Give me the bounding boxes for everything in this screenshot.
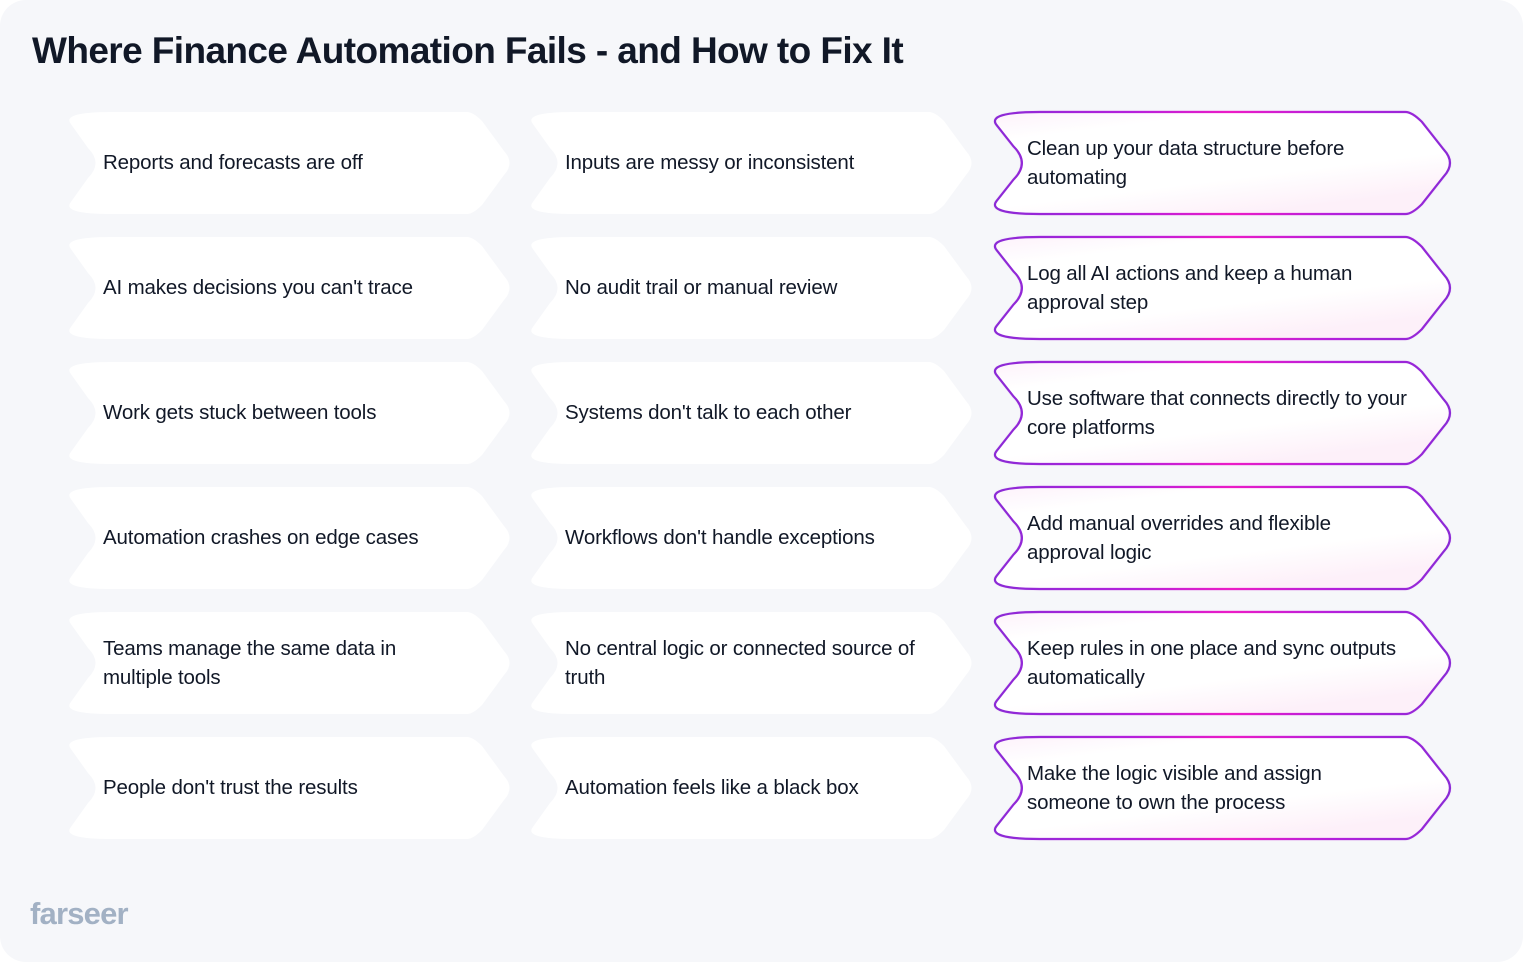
chevron-card-label: No central logic or connected source of …: [565, 636, 915, 689]
chevron-card-label: Inputs are messy or inconsistent: [565, 151, 855, 175]
chevron-card-fix[interactable]: Clean up your data structure before auto…: [974, 110, 1456, 216]
chevron-card-problem[interactable]: Work gets stuck between tools: [50, 362, 515, 464]
chevron-card-cause[interactable]: Inputs are messy or inconsistent: [512, 112, 977, 214]
chevron-card-fix[interactable]: Keep rules in one place and sync outputs…: [974, 610, 1456, 716]
chevron-row: Automation crashes on edge cases Workflow…: [0, 485, 1523, 591]
chevron-card-cause[interactable]: No central logic or connected source of …: [512, 612, 977, 714]
chevron-card-label: Make the logic visible and assign someon…: [1027, 761, 1322, 814]
chevron-card-label: Log all AI actions and keep a human appr…: [1027, 261, 1353, 314]
chevron-card-label: Automation feels like a black box: [565, 776, 859, 800]
chevron-card-fix[interactable]: Add manual overrides and flexible approv…: [974, 485, 1456, 591]
chevron-card-cause[interactable]: Workflows don't handle exceptions: [512, 487, 977, 589]
farseer-logo: farseer: [30, 896, 129, 931]
chevron-card-problem[interactable]: People don't trust the results: [50, 737, 515, 839]
chevron-card-label: People don't trust the results: [103, 776, 358, 800]
chevron-card-label: Clean up your data structure before auto…: [1027, 136, 1345, 189]
chevron-card-label: No audit trail or manual review: [565, 276, 838, 300]
chevron-card-fix[interactable]: Log all AI actions and keep a human appr…: [974, 235, 1456, 341]
chevron-card-label: Automation crashes on edge cases: [103, 526, 419, 550]
chevron-row: Work gets stuck between tools Systems don…: [0, 360, 1523, 466]
chevron-grid: Reports and forecasts are off Inputs are …: [0, 110, 1523, 852]
chevron-card-label: Workflows don't handle exceptions: [565, 526, 875, 550]
chevron-row: People don't trust the results Automation…: [0, 735, 1523, 841]
chevron-card-problem[interactable]: Reports and forecasts are off: [50, 112, 515, 214]
chevron-row: AI makes decisions you can't trace No aud…: [0, 235, 1523, 341]
chevron-card-label: Teams manage the same data in multiple t…: [103, 636, 397, 689]
chevron-card-problem[interactable]: Automation crashes on edge cases: [50, 487, 515, 589]
chevron-card-label: Reports and forecasts are off: [103, 151, 363, 175]
chevron-card-label: Add manual overrides and flexible approv…: [1027, 511, 1331, 564]
chevron-row: Reports and forecasts are off Inputs are …: [0, 110, 1523, 216]
chevron-row: Teams manage the same data in multiple t…: [0, 610, 1523, 716]
page-title: Where Finance Automation Fails - and How…: [32, 30, 904, 71]
chevron-card-problem[interactable]: Teams manage the same data in multiple t…: [50, 612, 515, 714]
chevron-card-label: Systems don't talk to each other: [565, 401, 852, 425]
chevron-card-fix[interactable]: Make the logic visible and assign someon…: [974, 735, 1456, 841]
chevron-card-label: Use software that connects directly to y…: [1027, 386, 1407, 439]
chevron-card-label: Keep rules in one place and sync outputs…: [1027, 636, 1396, 689]
chevron-card-problem[interactable]: AI makes decisions you can't trace: [50, 237, 515, 339]
chevron-card-cause[interactable]: No audit trail or manual review: [512, 237, 977, 339]
chevron-card-cause[interactable]: Systems don't talk to each other: [512, 362, 977, 464]
chevron-card-fix[interactable]: Use software that connects directly to y…: [974, 360, 1456, 466]
chevron-card-label: Work gets stuck between tools: [103, 401, 377, 425]
chevron-card-label: AI makes decisions you can't trace: [103, 276, 413, 300]
chevron-card-cause[interactable]: Automation feels like a black box: [512, 737, 977, 839]
